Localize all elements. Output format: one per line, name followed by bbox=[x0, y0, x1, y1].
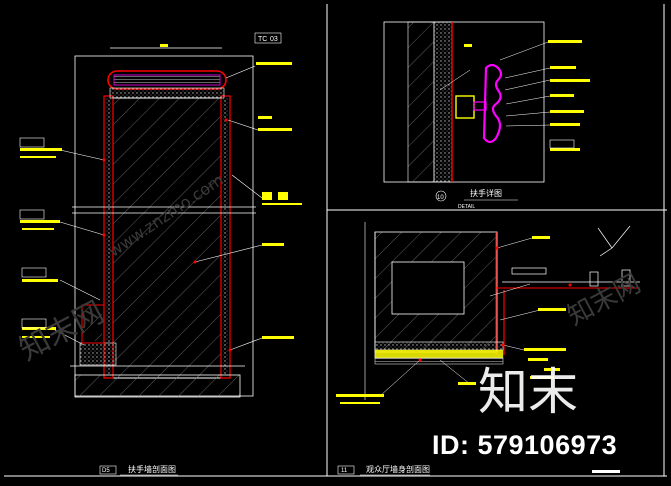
d5-tag: D5 bbox=[102, 468, 110, 474]
d5-title: 扶手墙剖面图 bbox=[128, 464, 176, 474]
title-block-d5: D5 扶手墙剖面图 bbox=[99, 464, 178, 476]
title-block-11: 11 观众厅墙身剖面图 bbox=[337, 464, 430, 476]
detail-10-subtitle: DETAIL bbox=[458, 204, 475, 210]
section-d5: TC 03 bbox=[19, 32, 302, 398]
section-11 bbox=[336, 222, 640, 404]
sheet-frame bbox=[4, 4, 667, 477]
callout-03: 03 bbox=[270, 36, 278, 43]
detail-10-title: 扶手详图 bbox=[470, 188, 502, 198]
d11-tag: 11 bbox=[341, 468, 348, 474]
watermark-id: ID: 579106973 bbox=[432, 430, 618, 460]
detail-10: 10 扶手详图 DETAIL bbox=[383, 21, 590, 210]
callout-tc: TC bbox=[258, 36, 267, 43]
watermark-logo: 知末 bbox=[478, 363, 578, 421]
scale-bar bbox=[592, 470, 620, 473]
d11-title: 观众厅墙身剖面图 bbox=[366, 464, 430, 474]
detail-10-tag: 10 bbox=[437, 195, 444, 201]
